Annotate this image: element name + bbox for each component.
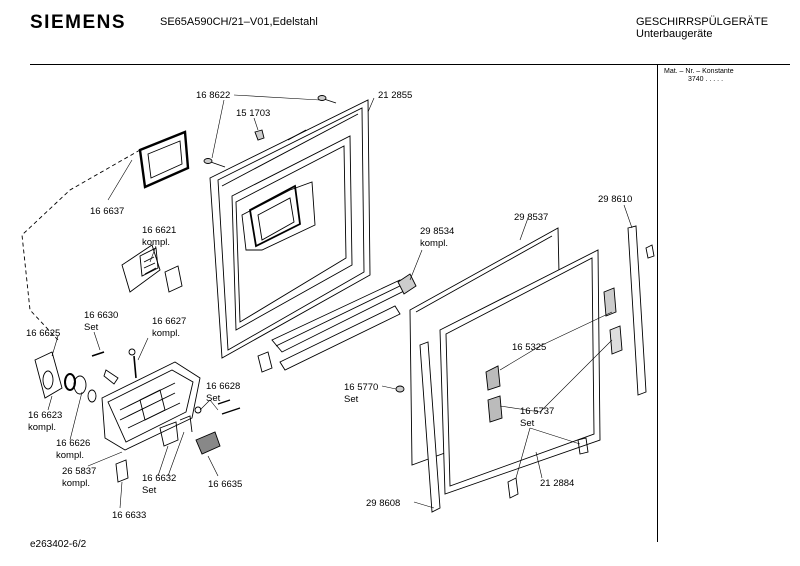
- label-165737-set: Set: [520, 418, 535, 429]
- side-panel-divider: [657, 64, 658, 542]
- plug-165770: [395, 385, 405, 393]
- latch-166635: [195, 431, 221, 455]
- label-165770-set: Set: [344, 394, 359, 405]
- springs-166628: [194, 399, 241, 415]
- label-165770: 16 5770: [344, 382, 378, 393]
- label-166633: 16 6633: [112, 510, 146, 521]
- label-166628-set: Set: [206, 393, 221, 404]
- label-298608: 29 8608: [366, 498, 400, 509]
- brand-logo: SIEMENS: [30, 12, 127, 33]
- leader-lines: [47, 94, 633, 509]
- seal-frame-166637: [138, 130, 190, 189]
- category-title: GESCHIRRSPÜLGERÄTE: [636, 16, 769, 28]
- label-166621: 16 6621: [142, 225, 176, 236]
- bottom-rail: [257, 279, 411, 373]
- bracket-166633: [115, 459, 129, 483]
- dashed-leader: [21, 149, 141, 341]
- header-divider: [30, 64, 790, 65]
- label-265837-kompl: kompl.: [62, 478, 90, 489]
- material-number-value: 3740 . . . . .: [688, 76, 724, 83]
- label-166630: 16 6630: [84, 310, 118, 321]
- part-labels: 16 8622 21 2855 15 1703 16 6637 16 6621 …: [26, 90, 632, 521]
- label-166625: 16 6625: [26, 328, 60, 339]
- label-298537: 29 8537: [514, 212, 548, 223]
- hinge-cap-298534: [397, 273, 417, 295]
- label-165325: 16 5325: [512, 342, 546, 353]
- small-parts-166630: [91, 348, 137, 385]
- label-166623: 16 6623: [28, 410, 62, 421]
- label-166632-set: Set: [142, 485, 157, 496]
- label-151703: 15 1703: [236, 108, 270, 119]
- label-298534: 29 8534: [420, 226, 454, 237]
- label-168622: 16 8622: [196, 90, 230, 101]
- label-166626-kompl: kompl.: [56, 450, 84, 461]
- dispenser-cover-166621: [121, 244, 183, 293]
- label-166632: 16 6632: [142, 473, 176, 484]
- inner-door-panel: [209, 99, 371, 359]
- clip-151703: [254, 129, 265, 141]
- label-166626: 16 6626: [56, 438, 90, 449]
- category-subtitle: Unterbaugeräte: [636, 28, 713, 40]
- label-265837: 26 5837: [62, 466, 96, 477]
- side-profile-298608: [419, 341, 441, 513]
- label-298610: 29 8610: [598, 194, 632, 205]
- knob-parts-166623: [34, 351, 97, 403]
- model-number: SE65A590CH/21–V01,Edelstahl: [160, 16, 318, 28]
- screw-168622: [203, 95, 337, 168]
- label-166621-kompl: kompl.: [142, 237, 170, 248]
- label-166637: 16 6637: [90, 206, 124, 217]
- label-166630-set: Set: [84, 322, 99, 333]
- hinge-clips-166632: [159, 415, 193, 447]
- label-166623-kompl: kompl.: [28, 422, 56, 433]
- label-166635: 16 6635: [208, 479, 242, 490]
- material-number-header: Mat. – Nr. – Konstante: [664, 68, 734, 75]
- drawing-code: e263402-6/2: [30, 539, 87, 550]
- label-165737: 16 5737: [520, 406, 554, 417]
- label-166627-kompl: kompl.: [152, 328, 180, 339]
- side-profile-298610: [627, 225, 655, 396]
- label-212855: 21 2855: [378, 90, 412, 101]
- label-166627: 16 6627: [152, 316, 186, 327]
- label-212884: 21 2884: [540, 478, 574, 489]
- front-panel-212884: [439, 249, 601, 495]
- control-module-265837: [101, 361, 201, 451]
- handle-parts-165737: [485, 287, 623, 499]
- label-166628: 16 6628: [206, 381, 240, 392]
- label-298534-kompl: kompl.: [420, 238, 448, 249]
